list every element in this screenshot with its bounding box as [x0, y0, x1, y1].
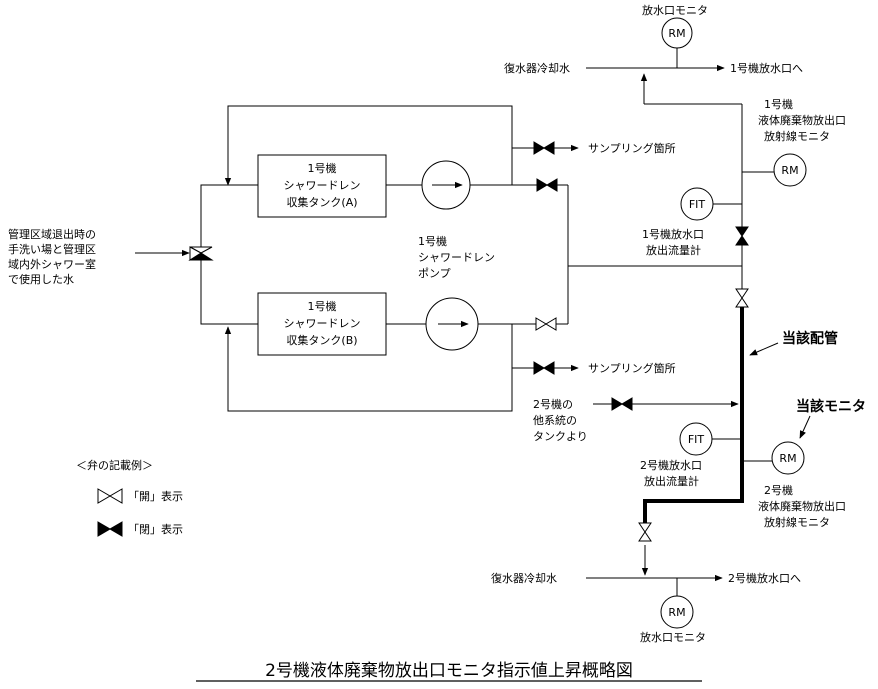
unit2-waste-monitor: RM	[771, 441, 805, 475]
piping	[135, 48, 774, 596]
sampling-label-bottom: サンプリング箇所	[588, 361, 676, 375]
svg-text:FIT: FIT	[689, 198, 706, 211]
svg-text:シャワードレン: シャワードレン	[284, 179, 361, 192]
svg-text:当該モニタ: 当該モニタ	[796, 398, 866, 415]
svg-text:＜弁の記載例＞: ＜弁の記載例＞	[76, 458, 153, 472]
unit2-monitor-label: 放水口モニタ	[640, 630, 706, 644]
closed-valve-icon	[536, 178, 558, 192]
closed-valve-icon	[533, 361, 555, 375]
svg-text:RM: RM	[779, 452, 796, 465]
svg-text:「閉」表示: 「閉」表示	[128, 522, 183, 536]
closed-valve-icon	[611, 397, 633, 411]
svg-text:シャワードレン: シャワードレン	[284, 317, 361, 330]
unit1-monitor-label: 放水口モニタ	[642, 3, 708, 17]
svg-text:RM: RM	[781, 164, 798, 177]
open-valve-icon	[97, 488, 123, 504]
inflow-label: 管理区域退出時の 手洗い場と管理区 域内外シャワー室 で使用した水	[8, 227, 96, 286]
unit1-outlet-monitor: RM	[661, 17, 693, 49]
svg-text:2号機: 2号機	[764, 483, 793, 497]
svg-text:シャワードレン: シャワードレン	[418, 251, 495, 264]
svg-text:1号機: 1号機	[418, 234, 447, 248]
sampling-label-top: サンプリング箇所	[588, 141, 676, 155]
open-valve-icon	[535, 317, 557, 331]
valve-legend: ＜弁の記載例＞ 「開」表示 「閉」表示	[76, 458, 183, 537]
svg-text:FIT: FIT	[688, 433, 705, 446]
callout-pipe: 当該配管	[749, 330, 838, 356]
page-title: 2号機液体廃棄物放出口モニタ指示値上昇概略図	[265, 661, 633, 681]
svg-text:他系統の: 他系統の	[533, 413, 577, 427]
other-tanks-label: 2号機の 他系統の タンクより	[533, 397, 588, 443]
svg-text:タンクより: タンクより	[533, 430, 588, 443]
svg-text:放出流量計: 放出流量計	[646, 243, 701, 257]
unit1-condenser-label: 復水器冷却水	[504, 62, 570, 75]
svg-text:1号機: 1号機	[764, 97, 793, 111]
affected-pipe	[643, 307, 744, 523]
unit2-condenser-label: 復水器冷却水	[491, 572, 557, 585]
svg-text:域内外シャワー室: 域内外シャワー室	[8, 257, 96, 271]
svg-text:放出流量計: 放出流量計	[644, 474, 699, 488]
open-valve-icon	[638, 522, 652, 542]
closed-valve-icon	[735, 226, 749, 246]
closed-valve-icon	[533, 141, 555, 155]
svg-text:2号機の: 2号機の	[533, 397, 573, 411]
svg-text:1号機放水口: 1号機放水口	[642, 227, 704, 241]
unit2-flowmeter-label: 2号機放水口 放出流量計	[640, 458, 702, 488]
svg-text:手洗い場と管理区: 手洗い場と管理区	[8, 242, 96, 256]
unit2-waste-monitor-label: 2号機 液体廃棄物放出口 放射線モニタ	[758, 483, 846, 529]
unit1-waste-monitor-label: 1号機 液体廃棄物放出口 放射線モニタ	[758, 97, 846, 143]
svg-text:収集タンク(A): 収集タンク(A)	[286, 195, 357, 209]
unit1-flowmeter-label: 1号機放水口 放出流量計	[642, 227, 704, 257]
svg-text:RM: RM	[668, 27, 685, 40]
callout-monitor: 当該モニタ	[796, 398, 866, 439]
svg-text:ポンプ: ポンプ	[418, 267, 451, 280]
svg-text:「開」表示: 「開」表示	[128, 489, 183, 503]
svg-text:当該配管: 当該配管	[782, 330, 838, 347]
open-valve-icon	[735, 288, 749, 308]
three-way-valve-icon	[188, 246, 214, 261]
svg-text:放射線モニタ: 放射線モニタ	[764, 129, 830, 143]
tank-a: 1号機 シャワードレン 収集タンク(A)	[257, 154, 387, 218]
svg-text:放射線モニタ: 放射線モニタ	[764, 515, 830, 529]
closed-valve-icon	[97, 521, 123, 537]
unit1-waste-monitor: RM	[773, 153, 807, 187]
svg-text:収集タンク(B): 収集タンク(B)	[286, 333, 357, 347]
svg-text:管理区域退出時の: 管理区域退出時の	[8, 227, 96, 241]
pump-label: 1号機 シャワードレン ポンプ	[418, 234, 495, 280]
svg-text:1号機: 1号機	[308, 299, 337, 313]
svg-text:液体廃棄物放出口: 液体廃棄物放出口	[758, 499, 846, 513]
svg-text:で使用した水: で使用した水	[8, 273, 74, 286]
unit2-fit: FIT	[679, 422, 713, 456]
unit1-fit: FIT	[680, 187, 714, 221]
tank-b: 1号機 シャワードレン 収集タンク(B)	[257, 292, 387, 356]
unit2-outlet-label: 2号機放水口へ	[728, 571, 801, 585]
pump-a-icon	[421, 160, 471, 210]
unit1-outlet-label: 1号機放水口へ	[730, 61, 803, 75]
unit2-outlet-monitor: RM	[660, 595, 694, 629]
svg-text:RM: RM	[668, 606, 685, 619]
svg-text:2号機放水口: 2号機放水口	[640, 458, 702, 472]
svg-text:1号機: 1号機	[308, 161, 337, 175]
pump-b-icon	[425, 297, 479, 351]
svg-text:液体廃棄物放出口: 液体廃棄物放出口	[758, 113, 846, 127]
